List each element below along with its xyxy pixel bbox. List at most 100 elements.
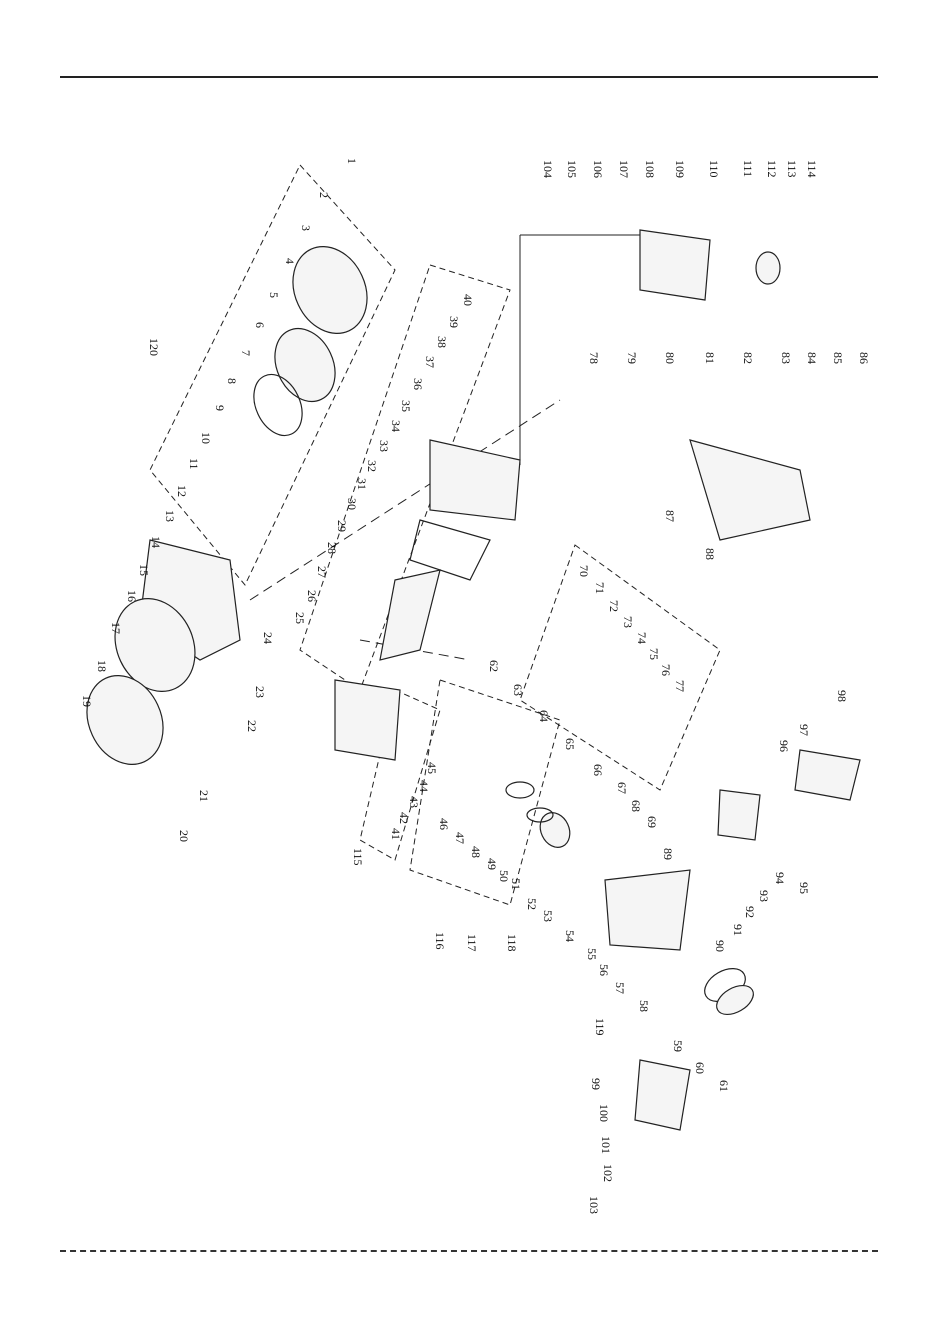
callout-13: 13 [163, 510, 177, 522]
top-rule [60, 76, 878, 78]
assembly-axis [249, 399, 561, 601]
callout-88: 88 [703, 548, 717, 560]
gasket-part [409, 519, 491, 581]
callout-32: 32 [365, 460, 379, 472]
callout-34: 34 [389, 420, 403, 432]
callout-42: 42 [397, 812, 411, 824]
crankcase-block-part [429, 439, 521, 521]
callout-106: 106 [591, 160, 605, 178]
callout-60: 60 [693, 1062, 707, 1074]
callout-101: 101 [599, 1136, 613, 1154]
callout-21: 21 [197, 790, 211, 802]
callout-22: 22 [245, 720, 259, 732]
callout-43: 43 [407, 796, 421, 808]
callout-20: 20 [177, 830, 191, 842]
callout-120: 120 [147, 338, 161, 356]
bottom-rule [60, 1250, 878, 1252]
callout-76: 76 [659, 664, 673, 676]
callout-9: 9 [213, 405, 227, 411]
callout-75: 75 [647, 648, 661, 660]
callout-86: 86 [857, 352, 871, 364]
callout-5: 5 [267, 292, 281, 298]
callout-6: 6 [253, 322, 267, 328]
crankshaft-part [379, 569, 441, 661]
group-outline-recoil-starter [149, 164, 396, 586]
callout-47: 47 [453, 832, 467, 844]
callout-79: 79 [625, 352, 639, 364]
fuel-tank-leader [519, 234, 648, 465]
callout-16: 16 [125, 590, 139, 602]
piston-ring-part-2 [526, 807, 554, 823]
callout-4: 4 [283, 258, 297, 264]
callout-30: 30 [345, 498, 359, 510]
callout-103: 103 [587, 1196, 601, 1214]
callout-72: 72 [607, 600, 621, 612]
callout-41: 41 [389, 828, 403, 840]
callout-10: 10 [199, 432, 213, 444]
callout-113: 113 [785, 160, 799, 178]
callout-70: 70 [577, 565, 591, 577]
callout-99: 99 [589, 1078, 603, 1090]
callout-25: 25 [293, 612, 307, 624]
callout-36: 36 [411, 378, 425, 390]
callout-15: 15 [137, 564, 151, 576]
callout-65: 65 [563, 738, 577, 750]
callout-117: 117 [465, 934, 479, 952]
callout-58: 58 [637, 1000, 651, 1012]
callout-93: 93 [757, 890, 771, 902]
callout-23: 23 [253, 686, 267, 698]
group-outline-governor [359, 689, 441, 861]
callout-116: 116 [433, 932, 447, 950]
flywheel-fan-part [114, 598, 196, 692]
callout-33: 33 [377, 440, 391, 452]
callout-109: 109 [673, 160, 687, 178]
callout-24: 24 [261, 632, 275, 644]
callout-31: 31 [355, 478, 369, 490]
starter-cover-part [292, 246, 368, 334]
callout-91: 91 [731, 924, 745, 936]
callout-51: 51 [509, 878, 523, 890]
callout-89: 89 [661, 848, 675, 860]
callout-62: 62 [487, 660, 501, 672]
callout-56: 56 [597, 964, 611, 976]
callout-63: 63 [511, 684, 525, 696]
callout-53: 53 [541, 910, 555, 922]
callout-111: 111 [741, 160, 755, 177]
group-outline-piston [409, 679, 561, 906]
air-filter-part [794, 749, 861, 801]
callout-35: 35 [399, 400, 413, 412]
callout-105: 105 [565, 160, 579, 178]
fuel-tank-part [639, 229, 711, 301]
callout-74: 74 [635, 632, 649, 644]
callout-19: 19 [80, 695, 94, 707]
callout-54: 54 [563, 930, 577, 942]
callout-68: 68 [629, 800, 643, 812]
callout-48: 48 [469, 846, 483, 858]
callout-59: 59 [671, 1040, 685, 1052]
callout-84: 84 [805, 352, 819, 364]
callout-29: 29 [335, 520, 349, 532]
callout-64: 64 [537, 710, 551, 722]
callout-69: 69 [645, 816, 659, 828]
callout-1: 1 [345, 158, 359, 164]
callout-112: 112 [765, 160, 779, 178]
callout-18: 18 [95, 660, 109, 672]
callout-97: 97 [797, 724, 811, 736]
callout-115: 115 [351, 848, 365, 866]
callout-78: 78 [587, 352, 601, 364]
flywheel-part [86, 675, 164, 765]
callout-83: 83 [779, 352, 793, 364]
starter-spring-part [253, 373, 303, 437]
callout-40: 40 [461, 294, 475, 306]
callout-45: 45 [425, 762, 439, 774]
callout-11: 11 [187, 458, 201, 470]
callout-57: 57 [613, 982, 627, 994]
callout-100: 100 [597, 1104, 611, 1122]
callout-108: 108 [643, 160, 657, 178]
callout-95: 95 [797, 882, 811, 894]
group-outline-camshaft [519, 544, 721, 791]
callout-102: 102 [601, 1164, 615, 1182]
callout-119: 119 [593, 1018, 607, 1036]
callout-85: 85 [831, 352, 845, 364]
